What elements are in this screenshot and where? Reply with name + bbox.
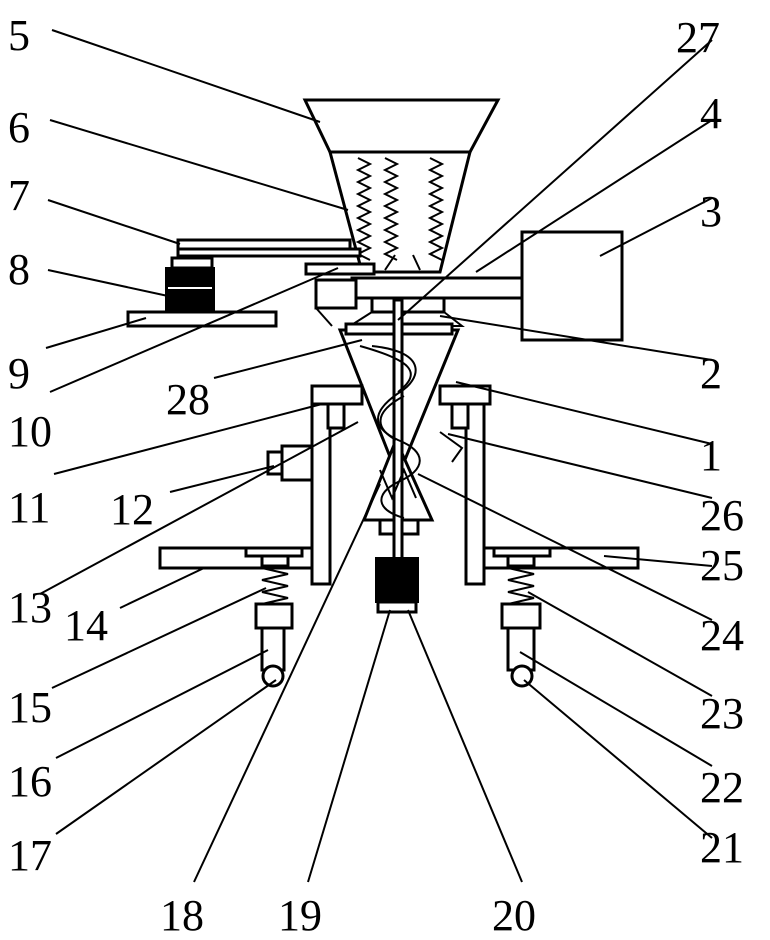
- slider: [304, 262, 376, 276]
- label-11: 11: [8, 483, 50, 532]
- label-18: 18: [160, 891, 204, 940]
- label-1: 1: [700, 431, 722, 480]
- motor-top: [170, 256, 214, 270]
- label-25: 25: [700, 541, 744, 590]
- label-17: 17: [8, 831, 52, 880]
- label-5: 5: [8, 11, 30, 60]
- label-14: 14: [64, 601, 108, 650]
- funnel: [328, 150, 472, 274]
- funnel-spring-right: [427, 157, 445, 261]
- frame-left-post: [310, 402, 332, 586]
- right-spring: [507, 567, 535, 605]
- label-8: 8: [8, 245, 30, 294]
- right-leg-rod: [506, 626, 536, 672]
- left-plate: [126, 310, 278, 328]
- labels: 5 6 7 8 9 10 11 12 13 14 15 16 17 18 19 …: [8, 11, 744, 940]
- left-leg-rod: [260, 626, 286, 672]
- right-leg-sleeve: [500, 602, 542, 630]
- leader-lines: [39, 29, 713, 883]
- label-13: 13: [8, 583, 52, 632]
- label-19: 19: [278, 891, 322, 940]
- arm-link: [176, 247, 362, 258]
- label-16: 16: [8, 757, 52, 806]
- label-10: 10: [8, 407, 52, 456]
- label-12: 12: [110, 485, 154, 534]
- left-leg-sleeve: [254, 602, 294, 630]
- label-3: 3: [700, 187, 722, 236]
- frame-top-left: [310, 384, 364, 406]
- frame-right-post: [464, 402, 486, 586]
- label-23: 23: [700, 689, 744, 738]
- funnel-spring-left: [355, 157, 373, 261]
- side-nozzle: [280, 444, 314, 482]
- label-24: 24: [700, 611, 744, 660]
- label-7: 7: [8, 171, 30, 220]
- label-21: 21: [700, 823, 744, 872]
- label-4: 4: [700, 89, 722, 138]
- label-26: 26: [700, 491, 744, 540]
- label-22: 22: [700, 763, 744, 812]
- motor-box: [520, 230, 624, 342]
- central-shaft: [392, 298, 404, 567]
- label-28: 28: [166, 375, 210, 424]
- label-2: 2: [700, 349, 722, 398]
- bottom-motor: [375, 557, 419, 603]
- plate-bracket: [314, 278, 358, 310]
- hopper: [302, 98, 501, 154]
- funnel-spring-mid: [382, 157, 400, 261]
- label-15: 15: [8, 683, 52, 732]
- left-spring: [261, 567, 289, 605]
- label-27: 27: [676, 13, 720, 62]
- label-9: 9: [8, 349, 30, 398]
- left-wheel: [261, 664, 285, 688]
- main-plate: [350, 276, 524, 300]
- label-20: 20: [492, 891, 536, 940]
- right-wheel: [510, 664, 534, 688]
- helical-blade: [371, 345, 421, 519]
- label-6: 6: [8, 103, 30, 152]
- apparatus: [126, 98, 640, 688]
